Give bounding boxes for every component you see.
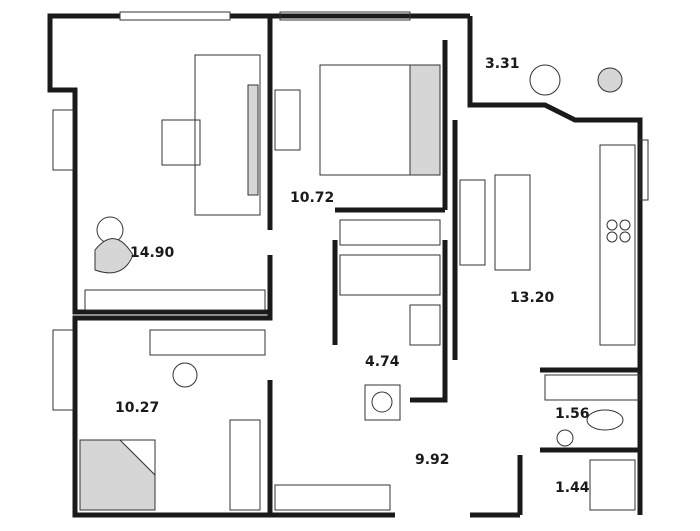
room-area-living: 14.90: [130, 245, 175, 261]
room-area-wc: 1.56: [555, 406, 590, 422]
furniture: [79, 54, 641, 511]
room-area-bedroom-2: 10.27: [115, 400, 160, 416]
room-area-bedroom-1: 10.72: [290, 190, 335, 206]
room-area-storage: 1.44: [555, 480, 590, 496]
room-area-balcony: 3.31: [485, 56, 520, 72]
walls: [47, 11, 649, 518]
room-area-kitchen: 13.20: [510, 290, 555, 306]
room-area-bathroom: 4.74: [365, 354, 400, 370]
room-area-hall: 9.92: [415, 452, 450, 468]
